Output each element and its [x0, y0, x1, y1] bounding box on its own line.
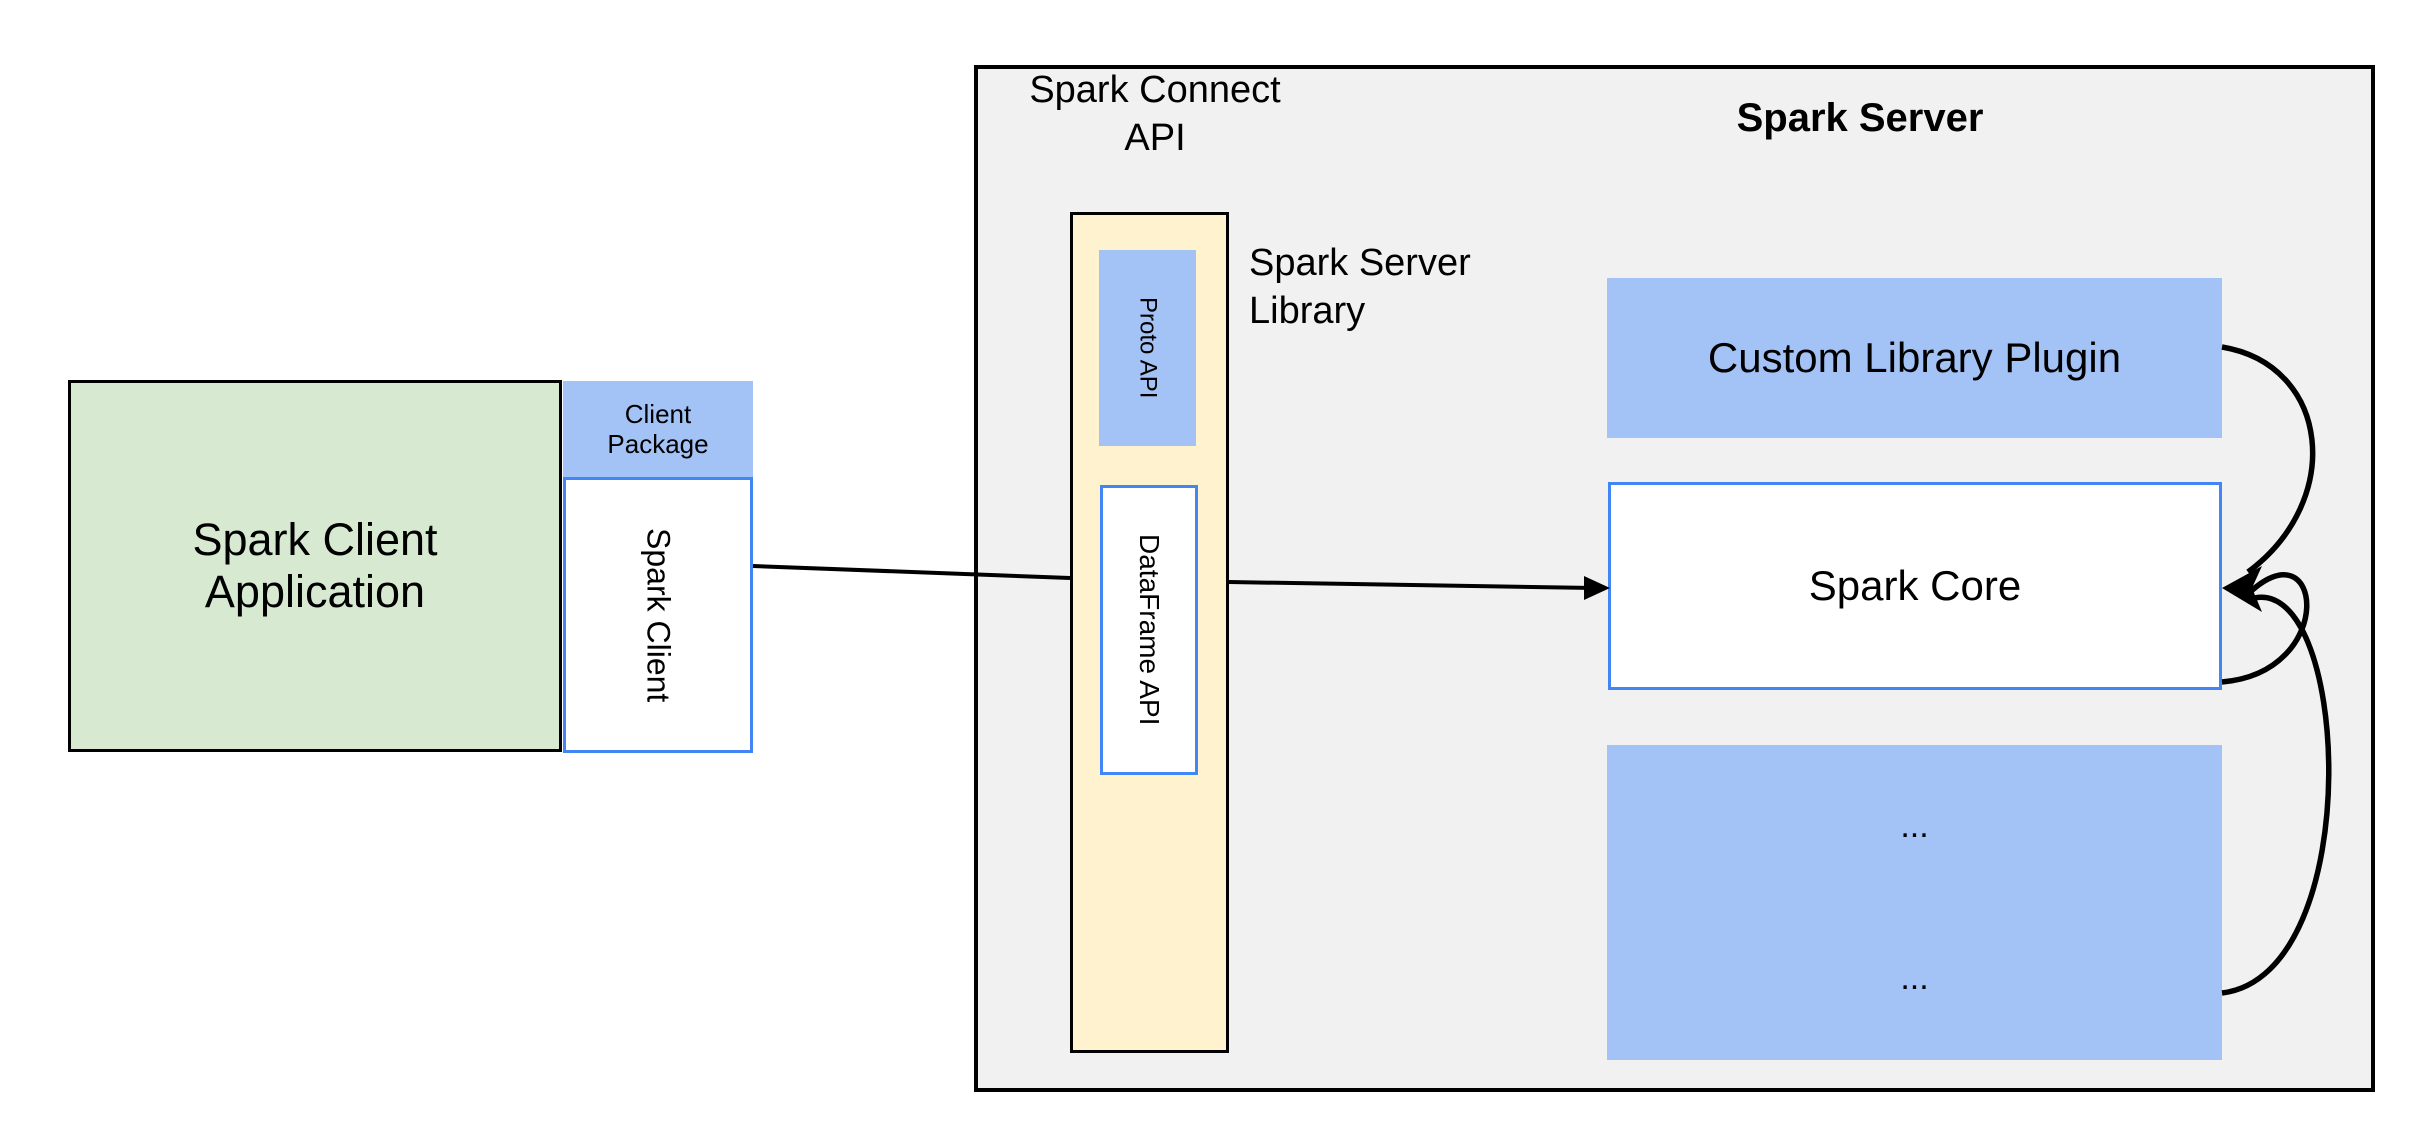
- spark-core-box: Spark Core: [1608, 482, 2222, 690]
- dataframe-api-box: DataFrame API: [1100, 485, 1198, 775]
- spark-server-library-label: Spark Server Library: [1249, 242, 1471, 332]
- spark-server-title: Spark Server: [1736, 96, 1984, 140]
- spark-client-application-label: Spark Client Application: [192, 514, 438, 617]
- custom-library-plugin-label: Custom Library Plugin: [1707, 333, 2122, 381]
- additional-component-label-2: ...: [1900, 958, 1929, 997]
- spark-client-application-box: Spark Client Application: [68, 380, 562, 752]
- spark-connect-api-label: Spark Connect API: [1029, 69, 1281, 159]
- proto-api-label: Proto API: [1134, 297, 1162, 399]
- client-package-label: Client Package: [607, 398, 709, 459]
- proto-api-box: Proto API: [1099, 250, 1196, 446]
- dataframe-api-label: DataFrame API: [1134, 534, 1166, 726]
- additional-component-box-1: ...: [1607, 745, 2222, 908]
- spark-client-label: Spark Client: [640, 527, 677, 703]
- client-package-box: Client Package: [563, 381, 753, 478]
- additional-component-label-1: ...: [1900, 806, 1929, 845]
- custom-library-plugin-box: Custom Library Plugin: [1607, 278, 2222, 438]
- additional-component-box-2: ...: [1607, 897, 2222, 1060]
- spark-client-box: Spark Client: [563, 477, 753, 753]
- spark-core-label: Spark Core: [1808, 561, 2022, 609]
